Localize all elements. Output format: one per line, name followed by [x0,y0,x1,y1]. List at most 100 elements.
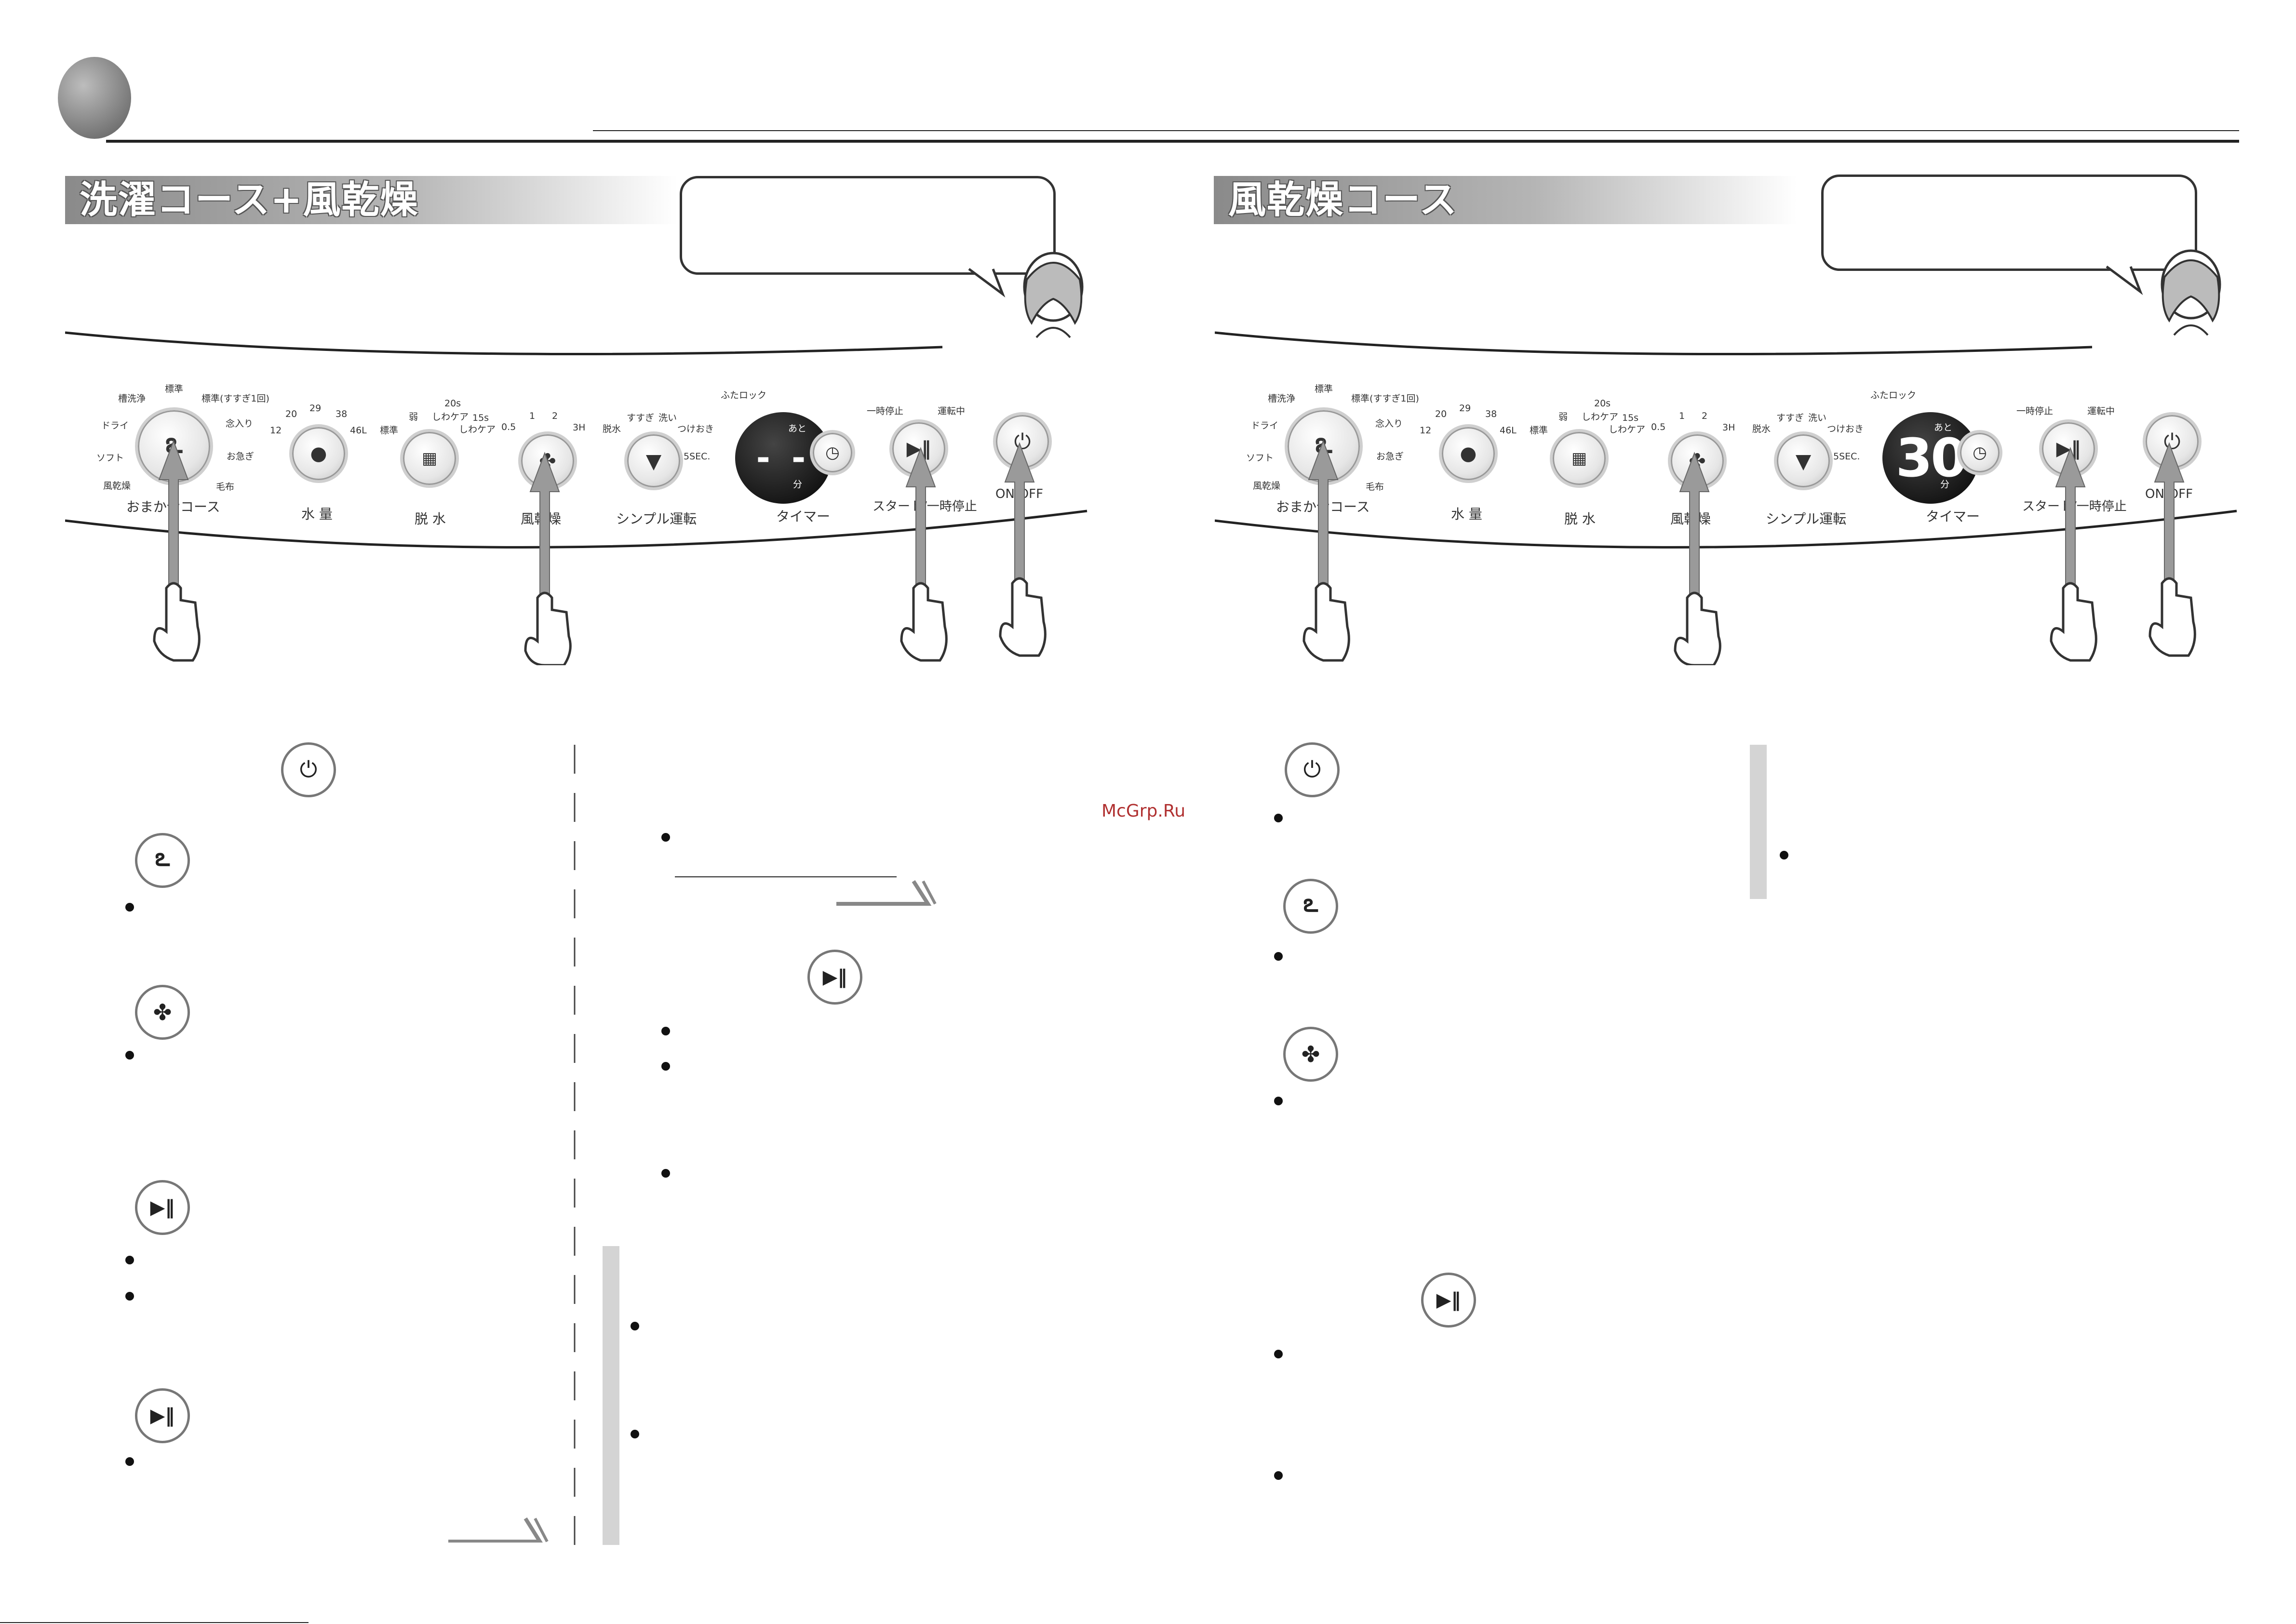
timer-display-r: 30 [1882,412,1979,504]
water-caption: 水 量 [301,506,333,522]
course-option-dry: ドライ [101,420,129,431]
header-rule-thin [680,130,2239,131]
right-speech-bubble [1821,174,2197,271]
bullet [661,1027,670,1035]
watermark: McGrp.Ru [1101,801,1186,821]
left-pointer-arrows [153,440,1047,665]
water-dial-r[interactable]: ● [1439,424,1498,483]
dry-tick-1: 1 [529,411,536,421]
left-advisor-illustration [1023,252,1084,338]
spin-icon: ▦ [421,449,438,468]
timer-unit: 分 [793,479,803,490]
dry-tick-3H-r: 3H [1722,422,1735,433]
running-label-r: 運転中 [2087,406,2115,416]
bullet [125,1051,134,1060]
clock-icon: ◷ [825,443,840,462]
spin-dial-r[interactable]: ▦ [1550,429,1609,488]
water-tick-29: 29 [309,403,322,414]
dry-tick-2-r: 2 [1702,411,1708,421]
lock-label-r: ふたロック [1870,390,1917,401]
bullet [661,833,670,842]
timer-button-r[interactable]: ◷ [1957,430,2002,475]
dry-tick-1-r: 1 [1679,411,1685,421]
course-option-blanket: 毛布 [216,482,235,492]
step-fan-icon: ✤ [135,985,190,1040]
simple-tick-rinse: すすぎ [627,413,655,423]
right-advisor-illustration [2161,249,2221,336]
step-power-icon-r: ⏻ [1285,742,1340,797]
timer-button[interactable]: ◷ [810,430,855,475]
timer-digits: 30 [1895,427,1967,489]
spin-tick-20s: 20s [444,398,461,409]
simple-tick-soak-r: つけおき [1827,424,1864,434]
spin-tick-wrinkle2-r: しわケア [1609,424,1646,435]
water-dial[interactable]: ● [289,424,348,483]
course-option-airdry-r: 風乾燥 [1253,481,1281,491]
simple-caption: シンプル運転 [616,511,697,527]
spin-tick-weak-r: 弱 [1558,412,1568,422]
shirt-icon: ▼ [1795,449,1812,473]
simple-dial[interactable]: ▼ [624,431,683,490]
continue-mark [836,880,937,906]
simple-sec: 5SEC. [684,451,711,462]
spin-tick-wrinkle-r: しわケア [1582,412,1619,422]
dry-tick-2: 2 [552,411,558,421]
course-option-tank: 槽洗浄 [118,393,146,404]
step-start-icon: ▶‖ [135,1388,190,1443]
water-tick-46-r: 46L [1500,425,1517,436]
simple-tick-soak: つけおき [677,424,714,434]
simple-dial-r[interactable]: ▼ [1774,431,1833,490]
right-pointer-arrows [1302,440,2196,665]
column-divider [574,745,576,1564]
simple-tick-spin: 脱水 [603,424,621,434]
bullet [1274,1097,1283,1105]
play-pause-icon: ▶‖ [150,1405,175,1427]
course-option-tank-r: 槽洗浄 [1268,393,1296,404]
play-pause-icon: ▶‖ [150,1196,175,1219]
course-option-standard-1rinse: 標準(すすぎ1回) [201,393,269,404]
spin-tick-standard: 標準 [380,425,399,436]
course-option-soft: ソフト [96,453,124,463]
water-tick-29-r: 29 [1459,403,1471,414]
bullet [1274,814,1283,822]
note-sidebar-r [1750,745,1767,899]
water-drop-icon: ● [1460,443,1477,465]
step-start-icon-r: ▶‖ [1421,1273,1476,1328]
step-start-icon: ▶‖ [135,1180,190,1235]
note-sidebar [603,1246,619,1545]
header-rule [106,140,2239,143]
simple-tick-rinse-r: すすぎ [1776,413,1804,423]
right-section-title: 風乾燥コース [1214,176,1797,224]
spin-tick-15s: 15s [472,413,489,423]
water-tick-20-r: 20 [1435,409,1447,419]
left-speech-bubble [680,176,1056,275]
bullet [661,1062,670,1071]
step-start-icon: ▶‖ [807,950,862,1005]
timer-dashes: - - [756,438,811,478]
bullet [125,1256,134,1264]
water-tick-12: 12 [270,425,282,436]
pause-label: 一時停止 [867,406,904,416]
fan-icon: ✤ [1301,1041,1320,1067]
simple-tick-wash: 洗い [658,413,677,423]
spin-tick-wrinkle: しわケア [432,412,469,422]
water-tick-38: 38 [336,409,348,419]
water-caption-r: 水 量 [1451,506,1482,522]
pause-label-r: 一時停止 [2016,406,2054,416]
spin-dial[interactable]: ▦ [400,429,459,488]
bullet [1274,1471,1283,1480]
underline [675,876,897,877]
bullet [125,1292,134,1301]
dry-tick-3H: 3H [573,422,586,433]
water-tick-20: 20 [285,409,297,419]
spin-icon: ▦ [1571,449,1587,468]
course-option-thorough: 念入り [226,418,254,429]
course-option-standard-1rinse-r: 標準(すすぎ1回) [1351,393,1419,404]
timer-after: あと [788,423,807,434]
water-tick-12-r: 12 [1420,425,1432,436]
continue-mark [448,1517,549,1543]
power-icon: ⏻ [299,756,318,782]
running-label: 運転中 [938,406,966,416]
course-option-quick-r: お急ぎ [1376,451,1404,462]
water-tick-46: 46L [350,425,367,436]
